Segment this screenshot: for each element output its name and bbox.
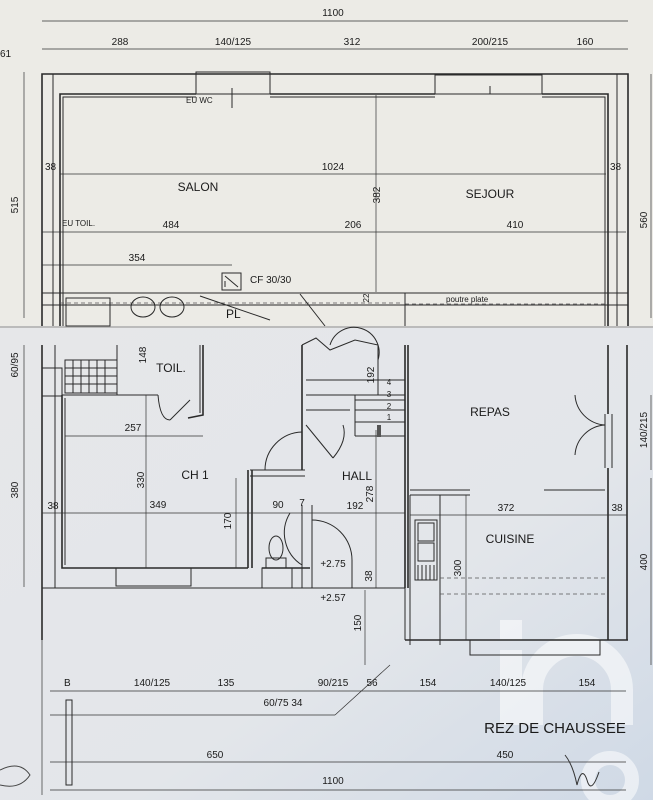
- dim-bottom-seg-7: 154: [579, 678, 596, 689]
- dim-bottom-450: 450: [497, 750, 514, 761]
- label-corner-b: B: [64, 678, 71, 689]
- level-2-75: +2.75: [320, 559, 346, 570]
- dim-top-seg-1: 288: [112, 37, 129, 48]
- dim-90: 90: [272, 500, 284, 511]
- dim-top-seg-3: 312: [344, 37, 361, 48]
- dim-60-95: 60/95: [10, 352, 21, 377]
- dim-38-vertical: 38: [364, 570, 375, 582]
- dim-278: 278: [365, 485, 376, 502]
- dim-bottom-overall: 1100: [322, 776, 344, 787]
- dim-560: 560: [639, 211, 650, 228]
- dim-overall-top: 1100: [322, 8, 344, 19]
- dim-row-38-left: 38: [47, 501, 59, 512]
- dim-140-215: 140/215: [639, 411, 650, 448]
- dim-left-cut: 61: [0, 49, 12, 60]
- dim-7: 7: [299, 498, 305, 509]
- lower-walls: [41, 326, 628, 656]
- stair-step-3: 3: [387, 390, 392, 399]
- plan-title: REZ DE CHAUSSEE: [484, 720, 626, 737]
- dim-bottom-seg-5: 154: [420, 678, 437, 689]
- top-dimension-lines: [23, 20, 652, 318]
- dim-349: 349: [150, 500, 167, 511]
- kitchen-walls: [405, 345, 628, 656]
- dim-150: 150: [353, 614, 364, 631]
- label-eu-wc: EU WC: [186, 96, 213, 105]
- dim-400: 400: [639, 553, 650, 570]
- dim-bottom-sub: 60/75 34: [264, 698, 303, 709]
- dim-wall-left: 38: [45, 162, 57, 173]
- dim-interior-width: 1024: [322, 162, 345, 173]
- dim-330: 330: [136, 471, 147, 488]
- bottom-dimension-lines: [41, 640, 626, 795]
- dim-170: 170: [223, 512, 234, 529]
- dim-372: 372: [498, 503, 515, 514]
- dim-484: 484: [163, 220, 180, 231]
- dim-top-seg-5: 160: [577, 37, 594, 48]
- dim-row-38-right: 38: [611, 503, 623, 514]
- dim-257: 257: [125, 423, 142, 434]
- dim-bottom-seg-4: 56: [366, 678, 378, 689]
- dim-wall-right: 38: [610, 162, 622, 173]
- room-cuisine: CUISINE: [486, 532, 535, 546]
- dim-bottom-seg-1: 140/125: [134, 678, 171, 689]
- dim-192-vertical: 192: [366, 366, 377, 383]
- stair-step-2: 2: [387, 402, 392, 411]
- dim-515: 515: [10, 196, 21, 213]
- dim-410: 410: [507, 220, 524, 231]
- upper-walls: [41, 71, 629, 327]
- room-toilet: TOIL.: [156, 361, 186, 375]
- label-cf: CF 30/30: [250, 275, 292, 286]
- label-pl: PL: [226, 307, 241, 321]
- label-poutre-plate: poutre plate: [446, 295, 489, 304]
- lower-dimension-lines: [23, 345, 652, 665]
- dim-354: 354: [129, 253, 146, 264]
- dim-top-seg-2: 140/125: [215, 37, 252, 48]
- dim-top-seg-4: 200/215: [472, 37, 509, 48]
- dim-206: 206: [345, 220, 362, 231]
- room-hall: HALL: [342, 469, 372, 483]
- dim-382: 382: [372, 186, 383, 203]
- dim-192: 192: [347, 501, 364, 512]
- signature: [564, 754, 600, 787]
- room-salon: SALON: [178, 180, 219, 194]
- dim-300: 300: [453, 559, 464, 576]
- dim-380: 380: [10, 481, 21, 498]
- dim-bottom-seg-6: 140/125: [490, 678, 527, 689]
- room-sejour: SEJOUR: [466, 187, 515, 201]
- dim-bottom-seg-2: 135: [218, 678, 235, 689]
- stamp-scribble: [0, 765, 31, 787]
- dim-bottom-seg-3: 90/215: [318, 678, 349, 689]
- lower-sheet: [0, 326, 653, 800]
- iad-logo-watermark: [500, 620, 639, 800]
- dim-bottom-650: 650: [207, 750, 224, 761]
- level-2-57: +2.57: [320, 593, 346, 604]
- dim-22: 22: [362, 293, 371, 302]
- room-ch1: CH 1: [181, 468, 209, 482]
- label-eu-toil: EU TOIL.: [62, 219, 95, 228]
- upper-sheet: [0, 0, 653, 326]
- dim-148: 148: [138, 346, 149, 363]
- stair-step-4: 4: [387, 378, 392, 387]
- room-repas: REPAS: [470, 405, 510, 419]
- stair-step-1: 1: [387, 413, 392, 422]
